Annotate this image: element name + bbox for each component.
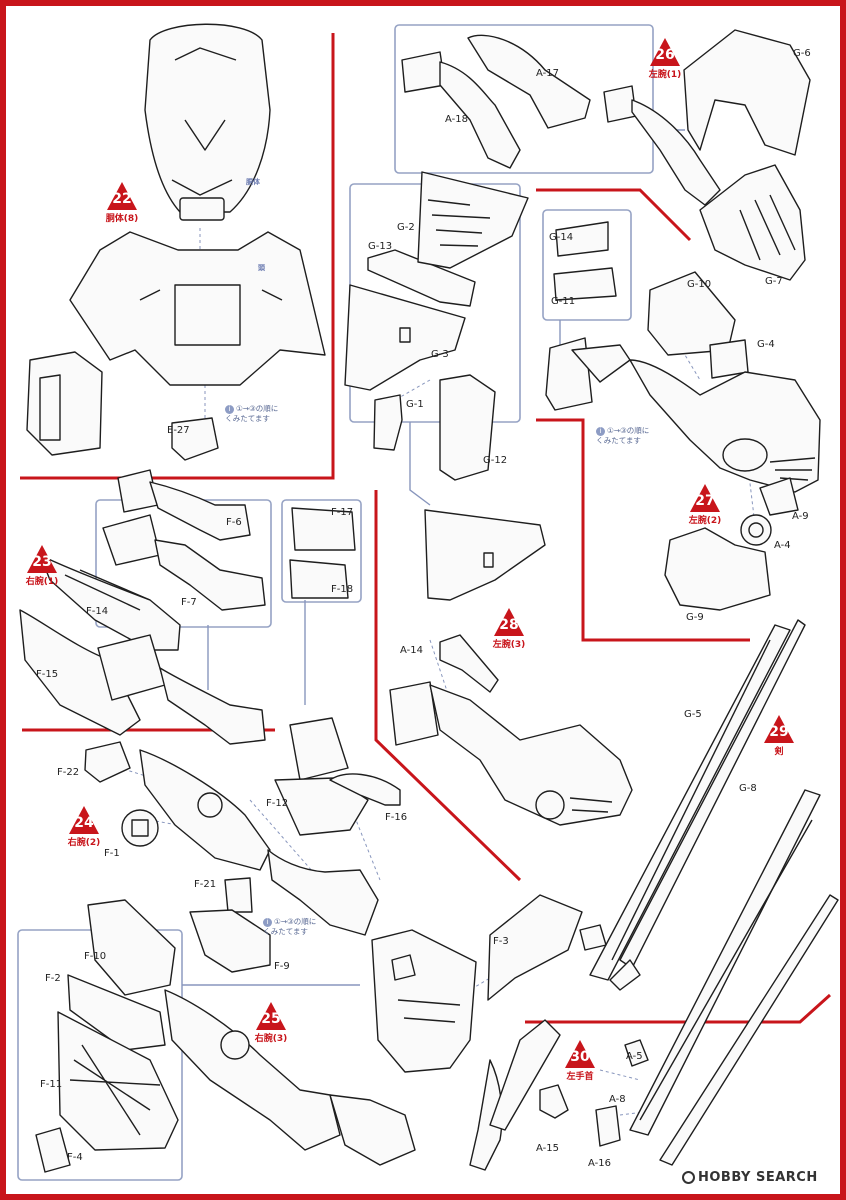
part-label: F-4 — [67, 1152, 83, 1163]
step-25-number: 25 — [261, 1011, 281, 1027]
note-line-1: ①→③の順に — [274, 917, 317, 926]
step-29-marker: 29 剣 — [762, 715, 796, 757]
part-label: F-18 — [331, 584, 354, 595]
part-label: F-16 — [385, 812, 408, 823]
step-22-name: 胴体(8) — [105, 214, 139, 224]
step-28-number: 28 — [499, 617, 519, 633]
info-icon: i — [596, 426, 605, 436]
part-label: E-27 — [167, 425, 190, 436]
part-label: G-10 — [687, 279, 712, 290]
hobby-search-logo: HOBBY SEARCH — [682, 1170, 818, 1185]
part-label: F-2 — [45, 973, 61, 984]
step-24-name: 右腕(2) — [67, 838, 101, 848]
step-23-name: 右腕(1) — [25, 577, 59, 587]
step-27-name: 左腕(2) — [688, 516, 722, 526]
note-line-2: くみたてます — [263, 926, 308, 936]
part-label: F-7 — [181, 597, 197, 608]
part-label: G-13 — [368, 241, 393, 252]
part-label: G-11 — [551, 296, 576, 307]
part-label: F-9 — [274, 961, 290, 972]
logo-ring-icon — [682, 1171, 695, 1184]
part-label: F-22 — [57, 767, 80, 778]
step-30-name: 左手首 — [566, 1072, 594, 1082]
part-label: F-1 — [104, 848, 120, 859]
part-label: G-3 — [431, 349, 449, 360]
part-label: G-7 — [765, 276, 783, 287]
step-28-name: 左腕(3) — [492, 640, 526, 650]
watermark-text: HOBBY SEARCH — [698, 1170, 818, 1185]
part-label: F-11 — [40, 1079, 63, 1090]
part-label: A-9 — [792, 511, 809, 522]
part-label: G-8 — [739, 783, 757, 794]
part-label: F-3 — [493, 936, 509, 947]
step-22-marker: 22 胴体(8) — [105, 182, 139, 224]
step-30-number: 30 — [570, 1049, 590, 1065]
step-26-name: 左腕(1) — [648, 70, 682, 80]
step-25-name: 右腕(3) — [254, 1034, 288, 1044]
step-24-marker: 24 右腕(2) — [67, 806, 101, 848]
step-23-number: 23 — [32, 554, 52, 570]
head-reference-mark: 頭 — [258, 264, 265, 272]
part-label: G-1 — [406, 399, 424, 410]
part-label: G-12 — [483, 455, 508, 466]
part-label: F-15 — [36, 669, 59, 680]
part-label: A-18 — [445, 114, 468, 125]
step-29-number: 29 — [769, 724, 789, 740]
part-label: F-10 — [84, 951, 107, 962]
step-30-marker: 30 左手首 — [563, 1040, 597, 1082]
body-reference-mark: 胴体 — [246, 178, 260, 186]
part-label: A-14 — [400, 645, 423, 656]
step-23-marker: 23 右腕(1) — [25, 545, 59, 587]
part-label: A-4 — [774, 540, 791, 551]
part-label: A-5 — [626, 1051, 643, 1062]
step-27-number: 27 — [695, 493, 715, 509]
step-28-marker: 28 左腕(3) — [492, 608, 526, 650]
part-label: G-4 — [757, 339, 775, 350]
part-label: F-14 — [86, 606, 109, 617]
step-26-number: 26 — [655, 47, 675, 63]
step-22-number: 22 — [112, 191, 132, 207]
step-26-marker: 26 左腕(1) — [648, 38, 682, 80]
part-label: G-14 — [549, 232, 574, 243]
part-label: A-16 — [588, 1158, 611, 1169]
part-label: G-5 — [684, 709, 702, 720]
part-label: G-6 — [793, 48, 811, 59]
step-29-name: 剣 — [774, 747, 784, 757]
part-label: G-2 — [397, 222, 415, 233]
part-label: F-21 — [194, 879, 217, 890]
info-icon: i — [263, 917, 272, 927]
part-label: A-17 — [536, 68, 559, 79]
part-label: F-12 — [266, 798, 289, 809]
part-label: G-9 — [686, 612, 704, 623]
step-25-marker: 25 右腕(3) — [254, 1002, 288, 1044]
assembly-arrows — [182, 129, 685, 986]
step-27-marker: 27 左腕(2) — [688, 484, 722, 526]
part-line-art — [19, 23, 839, 1173]
note-line-1: ①→③の順に — [236, 404, 279, 413]
part-label: A-8 — [609, 1094, 626, 1105]
note-line-1: ①→③の順に — [607, 426, 650, 435]
part-label: A-15 — [536, 1143, 559, 1154]
note-line-2: くみたてます — [225, 413, 270, 423]
note-line-2: くみたてます — [596, 435, 641, 445]
info-icon: i — [225, 404, 234, 414]
part-label: F-6 — [226, 517, 242, 528]
step-24-number: 24 — [74, 815, 94, 831]
part-label: F-17 — [331, 507, 354, 518]
